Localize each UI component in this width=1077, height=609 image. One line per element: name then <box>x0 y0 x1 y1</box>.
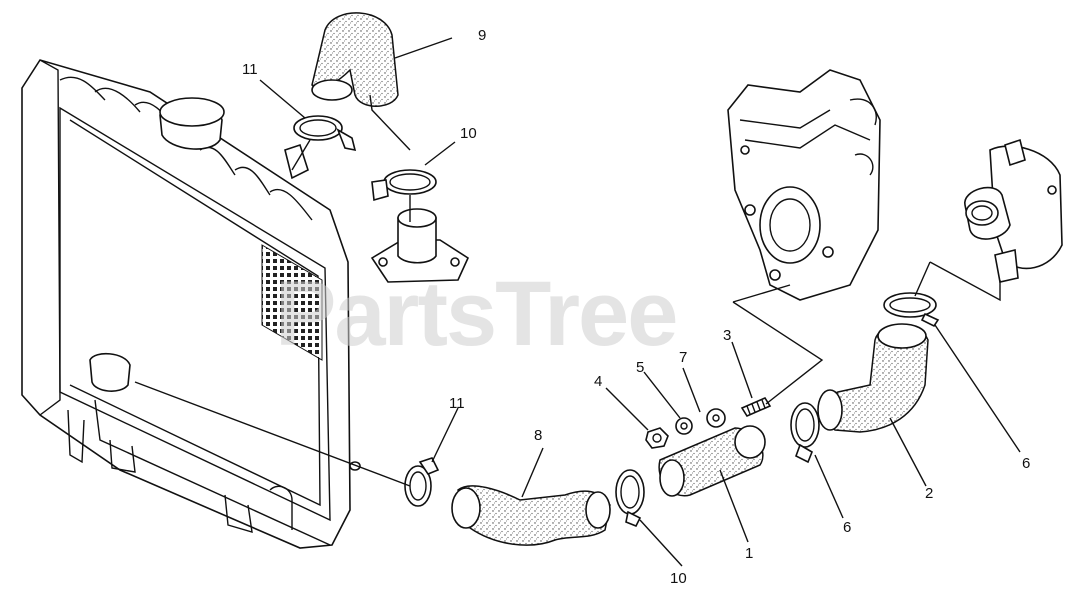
thermostat-housing <box>370 208 470 283</box>
part-4-nut <box>645 427 669 449</box>
leader-lines <box>259 37 1021 567</box>
part-9-upper-hose <box>311 12 399 107</box>
callout-7: 7 <box>679 349 687 366</box>
radiator <box>21 59 361 549</box>
assembly-lines <box>134 94 1001 487</box>
part-10-lower-clamp <box>615 469 645 528</box>
part-6-upper-clamp <box>883 292 940 328</box>
part-6-lower-clamp <box>790 402 820 464</box>
callouts: 9 11 10 11 8 4 5 7 3 1 10 6 2 6 <box>242 27 1030 587</box>
callout-10-lower: 10 <box>670 570 687 587</box>
callout-6-lower: 6 <box>843 519 851 536</box>
watermark: PartsTree <box>275 263 676 365</box>
callout-9: 9 <box>478 27 486 44</box>
callout-4: 4 <box>594 373 602 390</box>
callout-6-upper: 6 <box>1022 455 1030 472</box>
part-5-washer <box>675 417 693 435</box>
water-pump-outlet <box>964 138 1063 283</box>
callout-11-lower: 11 <box>449 395 465 412</box>
part-10-upper-clamp <box>371 169 437 202</box>
part-7-washer <box>706 408 726 428</box>
callout-5: 5 <box>636 359 644 376</box>
part-2-elbow-hose <box>817 323 929 433</box>
callout-3: 3 <box>723 327 731 344</box>
part-3-stud <box>740 396 772 418</box>
part-1-pipe <box>658 425 766 497</box>
callout-10-upper: 10 <box>460 125 477 142</box>
callout-2: 2 <box>925 485 933 502</box>
part-11-upper-clamp <box>293 115 357 152</box>
part-8-lower-hose <box>451 485 611 546</box>
callout-11-upper: 11 <box>242 61 258 78</box>
engine-block <box>727 69 881 301</box>
part-11-lower-clamp <box>404 457 440 507</box>
callout-1: 1 <box>745 545 753 562</box>
callout-8: 8 <box>534 427 542 444</box>
